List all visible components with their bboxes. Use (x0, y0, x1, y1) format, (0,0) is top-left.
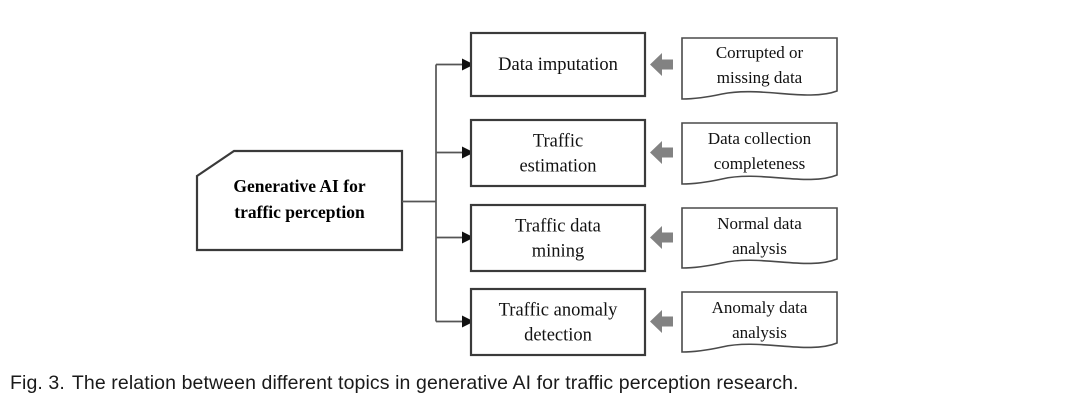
source-doc-1-label-line2: missing data (717, 68, 803, 87)
source-doc-4-label-line2: analysis (732, 323, 787, 342)
source-doc-4 (681, 291, 838, 353)
arrowhead-3 (462, 231, 474, 244)
topic-box-4-label-line2: detection (524, 325, 592, 345)
row-group-3: Traffic data mining Normal data analysis (469, 203, 838, 273)
row-group-1: Data imputation Corrupted or missing dat… (469, 31, 838, 100)
source-doc-1 (681, 37, 838, 100)
arrowhead-1 (462, 58, 474, 71)
topic-box-1 (469, 31, 647, 98)
source-doc-1-label-line1: Corrupted or (716, 43, 804, 62)
arrowhead-2 (462, 146, 474, 159)
topic-box-3 (469, 203, 647, 273)
row-group-2: Traffic estimation Data collection compl… (469, 118, 838, 188)
block-arrow-left-2 (650, 141, 673, 164)
source-doc-3-label-line1: Normal data (717, 214, 802, 233)
topic-box-2-label-line2: estimation (519, 156, 596, 176)
source-doc-3 (681, 207, 838, 269)
row-group-4: Traffic anomaly detection Anomaly data a… (469, 287, 838, 357)
figure-caption: Fig. 3. The relation between different to… (10, 372, 1070, 395)
figure-caption-label: Fig. 3. (10, 372, 65, 394)
source-doc-2-label-line2: completeness (714, 154, 806, 173)
source-doc-3-label-line2: analysis (732, 239, 787, 258)
source-doc-2-label-line1: Data collection (708, 129, 812, 148)
root-node-shape (195, 149, 404, 252)
block-arrow-left-3 (650, 226, 673, 249)
block-arrow-left-4 (650, 310, 673, 333)
source-doc-4-label-line1: Anomaly data (712, 298, 808, 317)
topic-box-4 (469, 287, 647, 357)
block-arrow-left-1 (650, 53, 673, 76)
connector-tree (402, 58, 474, 328)
arrowhead-4 (462, 315, 474, 328)
topic-box-3-label-line1: Traffic data (515, 216, 601, 236)
topic-box-2-label-line1: Traffic (533, 131, 583, 151)
topic-box-1-label-line1: Data imputation (498, 55, 618, 75)
topic-box-3-label-line2: mining (532, 241, 584, 261)
root-node-label-line2: traffic perception (234, 202, 365, 222)
root-node-group: Generative AI for traffic perception (195, 149, 404, 252)
source-doc-2 (681, 122, 838, 185)
root-node-label-line1: Generative AI for (233, 176, 365, 196)
figure-caption-text: The relation between different topics in… (71, 372, 799, 394)
topic-box-2 (469, 118, 647, 188)
topic-box-4-label-line1: Traffic anomaly (499, 300, 618, 320)
